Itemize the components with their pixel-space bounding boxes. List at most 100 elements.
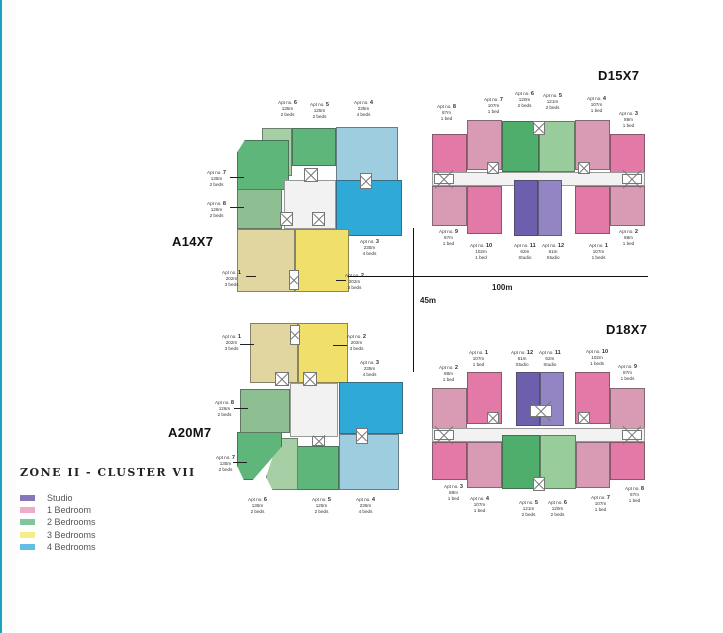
side-margin [2, 0, 16, 633]
apartment-2-1bed[interactable] [610, 186, 645, 226]
swatch-4-bedrooms [20, 544, 35, 550]
apartment-4-4beds[interactable] [339, 434, 399, 490]
apartment-11-studio[interactable] [540, 372, 564, 426]
lift-shaft [290, 325, 300, 345]
swatch-1-bedroom [20, 507, 35, 513]
apartment-8-2beds[interactable] [237, 189, 282, 229]
apartment-8-1bed[interactable] [610, 442, 645, 480]
apartment-7-2beds[interactable] [237, 140, 289, 190]
lift-shaft [303, 372, 317, 386]
lift-shaft [356, 428, 368, 444]
apartment-6-2beds[interactable] [540, 435, 576, 489]
apartment-9-1bed[interactable] [432, 186, 467, 226]
legend-item-studio: Studio [20, 493, 73, 503]
scale-line-horizontal [348, 276, 648, 277]
lift-shaft [533, 121, 545, 135]
apartment-3-4beds[interactable] [336, 180, 402, 236]
apartment-4-1bed[interactable] [467, 442, 502, 488]
lift-shaft [487, 162, 499, 174]
legend-item-1-bedroom: 1 Bedroom [20, 505, 91, 515]
lift-shaft [578, 162, 590, 174]
apartment-11-studio[interactable] [514, 180, 538, 236]
apartment-12-studio[interactable] [516, 372, 540, 426]
lift-shaft [312, 212, 325, 226]
lift-shaft [312, 436, 325, 446]
apartment-5-2beds[interactable] [539, 121, 575, 172]
lift-shaft [280, 212, 293, 226]
apartment-5-2beds[interactable] [296, 446, 339, 490]
apartment-2-1bed[interactable] [432, 388, 467, 430]
lift-shaft [533, 477, 545, 491]
accent-side-bar [0, 0, 2, 633]
building-title: A20M7 [168, 425, 212, 440]
lift-shaft [622, 430, 642, 440]
legend-item-4-bedrooms: 4 Bedrooms [20, 542, 96, 552]
apartment-3-1bed[interactable] [432, 442, 467, 480]
apartment-7-1bed[interactable] [576, 442, 610, 488]
building-title: A14X7 [172, 234, 214, 249]
apartment-3-4beds[interactable] [339, 382, 403, 434]
apartment-9-1bed[interactable] [610, 388, 645, 430]
apartment-1-1bed[interactable] [575, 186, 610, 234]
legend-title: ZONE II - CLUSTER VII [20, 466, 196, 479]
building-title: D18X7 [606, 322, 648, 337]
legend-item-3-bedrooms: 3 Bedrooms [20, 530, 96, 540]
lift-shaft [530, 405, 552, 417]
lift-shaft [622, 174, 642, 184]
scale-line-vertical [413, 228, 414, 372]
apartment-12-studio[interactable] [538, 180, 562, 236]
lift-shaft [304, 168, 318, 182]
apartment-10-1bed[interactable] [467, 186, 502, 234]
apartment-1-1bed[interactable] [467, 372, 502, 424]
apartment-5-2beds[interactable] [292, 128, 336, 166]
lift-shaft [434, 174, 454, 184]
swatch-3-bedrooms [20, 532, 35, 538]
building-title: D15X7 [598, 68, 640, 83]
apartment-1-3beds[interactable] [250, 323, 298, 383]
swatch-2-bedrooms [20, 519, 35, 525]
legend-item-2-bedrooms: 2 Bedrooms [20, 517, 96, 527]
apartment-8-2beds[interactable] [240, 389, 290, 433]
building-core [290, 383, 338, 437]
apartment-2-3beds[interactable] [295, 229, 349, 292]
apartment-1-3beds[interactable] [237, 229, 295, 292]
swatch-studio [20, 495, 35, 501]
lift-shaft [360, 173, 372, 189]
